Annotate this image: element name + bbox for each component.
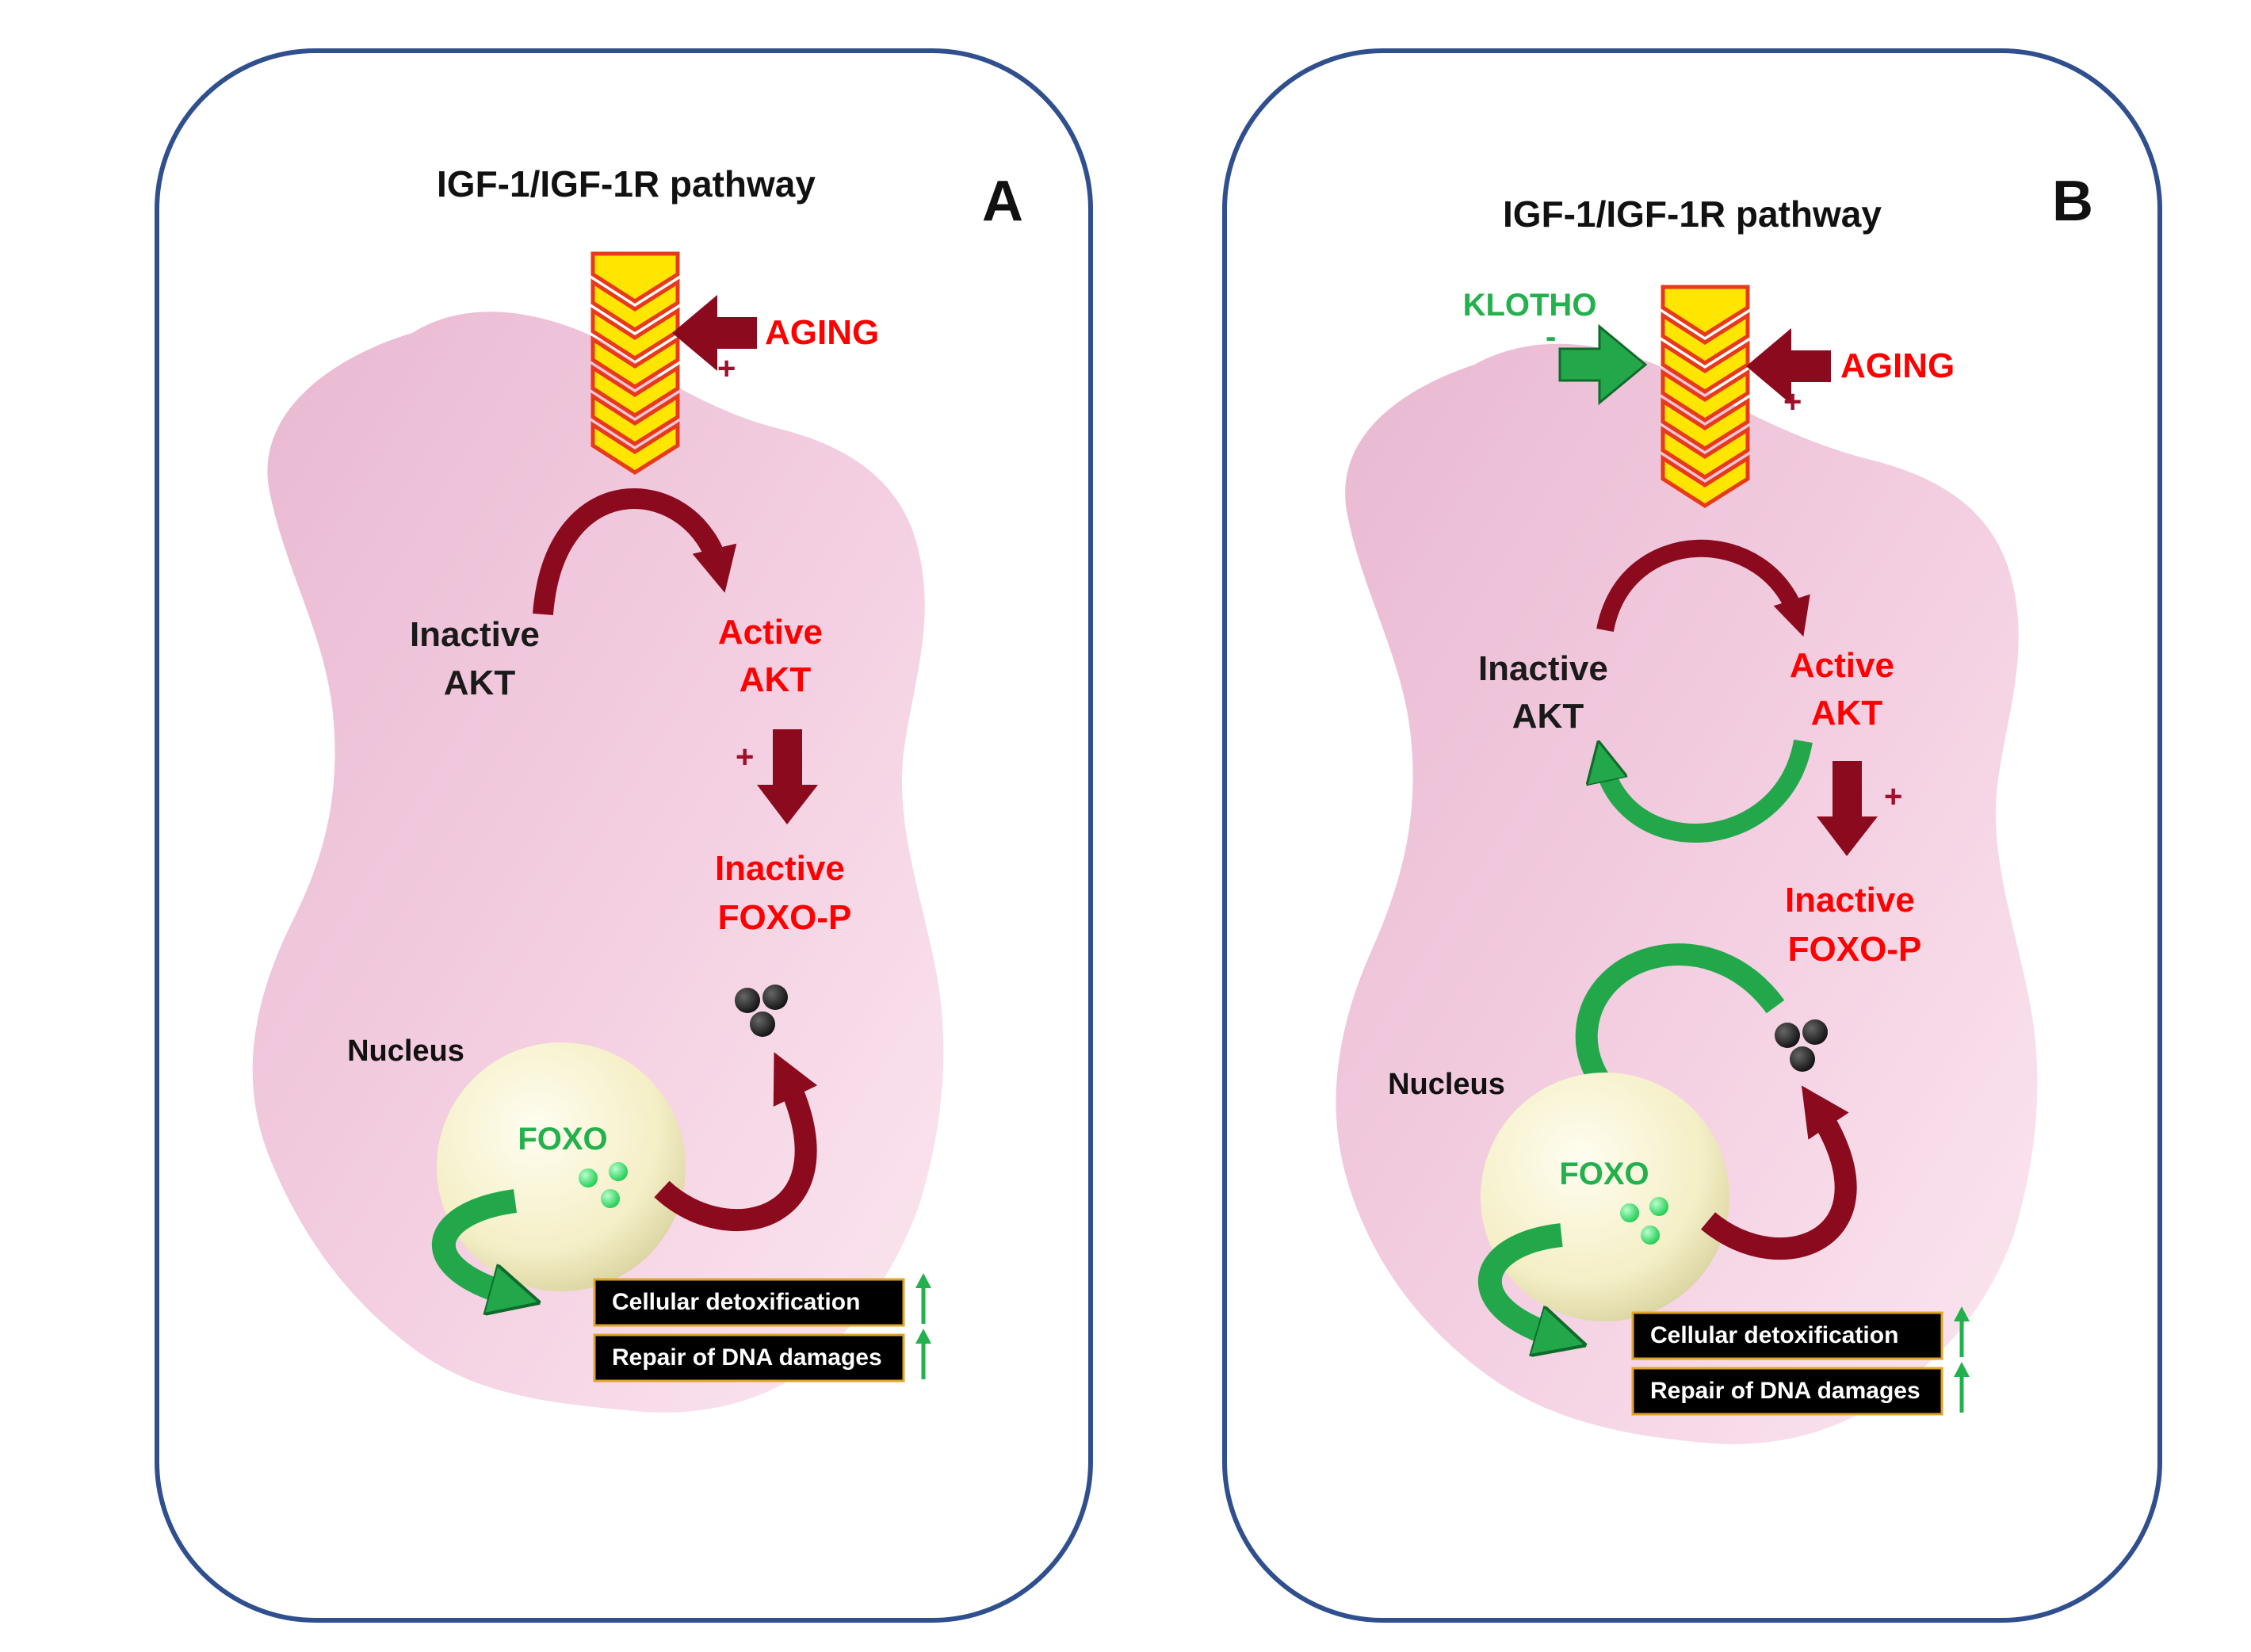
panel-b-title: IGF-1/IGF-1R pathway [1503, 193, 1882, 235]
aging-label: AGING [1840, 346, 1955, 385]
cell-body [252, 312, 944, 1413]
foxo-dots [579, 1162, 628, 1208]
foxo-target-arrow [432, 1189, 515, 1296]
outcome-dna-repair: Repair of DNA damages [593, 1333, 905, 1382]
inactive-akt-label: Inactive AKT [1478, 649, 1618, 736]
aging-label: AGING [765, 313, 879, 352]
active-akt-label: Active AKT [718, 613, 832, 699]
nucleus [437, 1042, 686, 1291]
nucleus-label: Nucleus [347, 1034, 464, 1068]
igf1r-chevron-stack [1661, 285, 1750, 508]
panel-b-letter: B [2052, 170, 2093, 233]
foxo-label: FOXO [518, 1122, 607, 1157]
svg-text:Cellular detoxification: Cellular detoxification [1650, 1322, 1898, 1348]
akt-plus-sign: + [1884, 779, 1902, 814]
klotho-minus-sign: - [1546, 319, 1556, 354]
aging-plus-sign: + [1783, 384, 1802, 419]
klotho-label: KLOTHO [1463, 288, 1597, 323]
phosphate-dots [1775, 1019, 1828, 1072]
akt-to-foxo-arrow [1817, 761, 1878, 856]
inactive-foxo-label: Inactive FOXO-P [1785, 881, 1924, 969]
foxo-target-arrow [1477, 1223, 1561, 1338]
active-akt-label: Active AKT [1790, 646, 1904, 732]
panel-a-title: IGF-1/IGF-1R pathway [437, 163, 816, 205]
inactive-akt-label: Inactive AKT [410, 615, 549, 702]
phosphate-dots [735, 985, 788, 1037]
aging-plus-sign: + [717, 351, 736, 386]
akt-inactivation-arrow [1603, 741, 1813, 843]
svg-text:Cellular detoxification: Cellular detoxification [612, 1289, 860, 1315]
svg-text:Repair of DNA damages: Repair of DNA damages [612, 1344, 882, 1371]
inactive-foxo-label: Inactive FOXO-P [715, 849, 854, 937]
outcome-detox: Cellular detoxification [593, 1278, 905, 1327]
up-arrow-icon [915, 1273, 931, 1379]
foxo-export-arrow [1700, 1085, 1857, 1260]
foxo-label: FOXO [1559, 1157, 1649, 1191]
akt-activation-arrow [533, 488, 737, 616]
aging-arrow [672, 295, 757, 371]
aging-arrow [1746, 328, 1831, 404]
nucleus [1481, 1073, 1729, 1321]
outcome-detox: Cellular detoxification [1631, 1311, 1943, 1360]
foxo-export-arrow [654, 1052, 818, 1231]
up-arrow-icon [1954, 1306, 1970, 1413]
nucleus-label: Nucleus [1388, 1068, 1505, 1101]
akt-to-foxo-arrow [757, 729, 818, 824]
outcome-dna-repair: Repair of DNA damages [1631, 1367, 1943, 1416]
panel-a: IGF-1/IGF-1R pathway A AGING + Inactive … [155, 48, 1093, 1623]
panel-b: IGF-1/IGF-1R pathway B KLOTHO - AGING + … [1222, 48, 2162, 1623]
panel-a-letter: A [982, 170, 1023, 233]
foxo-dots [1620, 1197, 1668, 1245]
klotho-arrow [1558, 323, 1648, 406]
svg-text:Repair of DNA damages: Repair of DNA damages [1650, 1378, 1920, 1404]
akt-plus-sign: + [736, 740, 754, 774]
akt-activation-arrow [1596, 539, 1810, 637]
